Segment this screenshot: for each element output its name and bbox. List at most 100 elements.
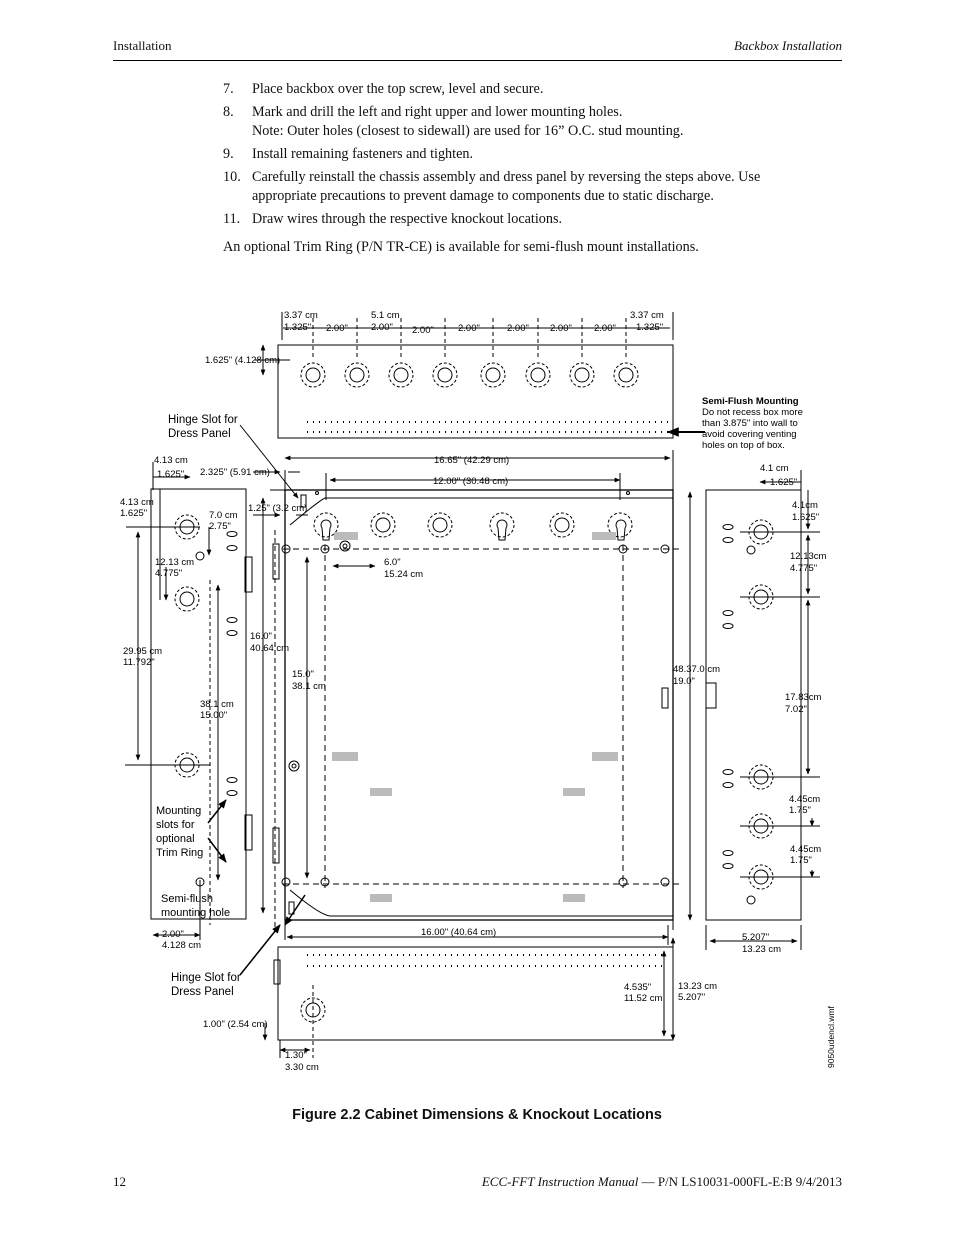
dim-right-r1-cm: 4.1 cm bbox=[760, 463, 789, 474]
step-8: 8.Mark and drill the left and right uppe… bbox=[223, 104, 684, 139]
step-8-note: Note: Outer holes (closest to sidewall) … bbox=[252, 123, 684, 139]
figure-caption: Figure 2.2 Cabinet Dimensions & Knockout… bbox=[292, 1107, 662, 1123]
dim-front-offset: 2.325" (5.91 cm) bbox=[200, 467, 270, 478]
dim-front-total-height-in: 19.0" bbox=[673, 676, 695, 687]
dim-right-r6-in: 1.75" bbox=[790, 855, 812, 866]
dim-bottom-edge-in: 1.30" bbox=[285, 1050, 307, 1061]
dim-top-spacing-1: 2.00" bbox=[326, 323, 348, 334]
step-9: 9.Install remaining fasteners and tighte… bbox=[223, 146, 474, 162]
dim-front-inner-in: 15.0" bbox=[292, 669, 314, 680]
dim-bottom-edge-cm: 3.30 cm bbox=[285, 1062, 319, 1073]
front-knockouts bbox=[281, 491, 670, 887]
label-semi-flush-hole-1: Semi-flush bbox=[161, 893, 213, 905]
dim-left-bottom-cm: 4.128 cm bbox=[162, 940, 201, 951]
dim-right-r3-in: 4.775" bbox=[790, 563, 817, 574]
dim-right-r1-in: 1.625" bbox=[770, 477, 797, 488]
dim-front-six-in: 6.0" bbox=[384, 557, 401, 568]
dim-right-r5-in: 1.75" bbox=[789, 805, 811, 816]
dim-top-c-in: 1.325" bbox=[636, 322, 663, 333]
label-semi-flush-title: Semi-Flush Mounting bbox=[702, 396, 799, 407]
footer-reference: ECC-FFT Instruction Manual — P/N LS10031… bbox=[482, 1174, 842, 1190]
dim-top-spacing-2: 2.00" bbox=[412, 325, 434, 336]
dim-bottom-in-a: 4.535" bbox=[624, 982, 651, 993]
dim-front-hinge-offset: 1.25" (3.2 cm) bbox=[248, 503, 307, 514]
dim-right-r4-in: 7.02" bbox=[785, 704, 807, 715]
dim-top-spacing-5: 2.00" bbox=[550, 323, 572, 334]
dim-left-d3-in: 2.75" bbox=[209, 521, 231, 532]
label-hinge-top-2: Dress Panel bbox=[168, 428, 231, 440]
bottom-view-panel bbox=[277, 946, 674, 1041]
dim-right-r6-cm: 4.45cm bbox=[790, 844, 821, 855]
dim-front-inner-width: 12.00" (30.48 cm) bbox=[433, 476, 508, 487]
label-semi-flush-3: avoid covering venting bbox=[702, 429, 797, 440]
label-semi-flush-1: Do not recess box more bbox=[702, 407, 803, 418]
dim-left-d2-cm: 4.13 cm bbox=[120, 497, 154, 508]
dim-left-d3-cm: 7.0 cm bbox=[209, 510, 238, 521]
label-semi-flush-hole-2: mounting hole bbox=[161, 907, 230, 919]
label-hinge-top-1: Hinge Slot for bbox=[168, 414, 238, 426]
header-section: Installation bbox=[113, 38, 172, 53]
label-mounting-3: optional bbox=[156, 833, 195, 845]
dim-left-d4-in: 4.775" bbox=[155, 568, 182, 579]
dim-front-inner-cm: 38.1 cm bbox=[292, 681, 326, 692]
label-mounting-2: slots for bbox=[156, 819, 195, 831]
dim-left-bottom-in: 2.00" bbox=[162, 929, 184, 940]
dim-top-spacing-4: 2.00" bbox=[507, 323, 529, 334]
right-side-panel bbox=[705, 489, 802, 921]
dim-front-bottom-width: 16.00" (40.64 cm) bbox=[421, 927, 496, 938]
dim-top-b-in: 2.00" bbox=[371, 322, 393, 333]
page-header: Installation Backbox Installation bbox=[113, 38, 842, 61]
dim-top-a-in: 1.325" bbox=[284, 322, 311, 333]
dim-front-six-cm: 15.24 cm bbox=[384, 569, 423, 580]
dim-left-d6-cm: 38.1 cm bbox=[200, 699, 234, 710]
steps-list: 7.Place backbox over the top screw, leve… bbox=[223, 80, 823, 233]
label-hinge-bottom-2: Dress Panel bbox=[171, 986, 234, 998]
front-brackets bbox=[332, 532, 618, 902]
dim-front-total-height-cm: 48.37.0 cm bbox=[673, 664, 720, 675]
manual-part-number: — P/N LS10031-000FL-E:B 9/4/2013 bbox=[638, 1174, 842, 1189]
dim-right-r2-cm: 4.1cm bbox=[792, 500, 818, 511]
dim-bottom-cm-b: 13.23 cm bbox=[678, 981, 717, 992]
trim-ring-note: An optional Trim Ring (P/N TR-CE) is ava… bbox=[223, 239, 699, 255]
figure-file-id: 9050udencl.wmf bbox=[826, 1005, 836, 1068]
dim-top-a-cm: 3.37 cm bbox=[284, 310, 318, 321]
dim-right-r4-cm: 17.83cm bbox=[785, 692, 822, 703]
dim-top-b-cm: 5.1 cm bbox=[371, 310, 400, 321]
step-7: 7.Place backbox over the top screw, leve… bbox=[223, 81, 544, 97]
dim-left-d2-in: 1.625" bbox=[120, 508, 147, 519]
dim-top-depth: 1.625" (4.128 cm) bbox=[205, 355, 280, 366]
right-side-vents bbox=[722, 524, 734, 869]
left-side-panel bbox=[150, 488, 247, 920]
dim-right-r5-cm: 4.45cm bbox=[789, 794, 820, 805]
header-topic: Backbox Installation bbox=[734, 38, 842, 53]
dim-front-height-in: 16.0" bbox=[250, 631, 272, 642]
label-mounting-4: Trim Ring bbox=[156, 847, 203, 859]
dim-right-r3-cm: 12.13cm bbox=[790, 551, 827, 562]
left-side-vents bbox=[226, 531, 238, 796]
dim-right-depth-cm: 13.23 cm bbox=[742, 944, 781, 955]
dim-left-d4-cm: 12.13 cm bbox=[155, 557, 194, 568]
manual-title: ECC-FFT Instruction Manual bbox=[481, 1174, 639, 1189]
dim-top-c-cm: 3.37 cm bbox=[630, 310, 664, 321]
label-hinge-bottom-1: Hinge Slot for bbox=[171, 972, 241, 984]
dim-bottom-in-b: 5.207" bbox=[678, 992, 705, 1003]
dim-left-d5-cm: 29.95 cm bbox=[123, 646, 162, 657]
label-semi-flush-2: than 3.875" into wall to bbox=[702, 418, 798, 429]
dim-left-d1-cm: 4.13 cm bbox=[154, 455, 188, 466]
top-view-panel bbox=[277, 344, 674, 439]
dim-bottom-depth: 1.00" (2.54 cm) bbox=[203, 1019, 268, 1030]
right-knockouts bbox=[746, 519, 774, 905]
dim-right-depth-in: 5.207" bbox=[742, 932, 769, 943]
dim-front-total-width: 16.65" (42.29 cm) bbox=[434, 455, 509, 466]
dim-bottom-cm-a: 11.52 cm bbox=[624, 993, 662, 1004]
step-11: 11.Draw wires through the respective kno… bbox=[223, 211, 563, 227]
bottom-knockout bbox=[300, 997, 326, 1023]
front-cabinet bbox=[284, 489, 674, 921]
dim-right-r2-in: 1.625" bbox=[792, 512, 819, 523]
dim-front-height-cm: 40.64 cm bbox=[250, 643, 289, 654]
dim-top-spacing-6: 2.00" bbox=[594, 323, 616, 334]
step-10: 10.Carefully reinstall the chassis assem… bbox=[223, 169, 761, 204]
label-mounting-1: Mounting bbox=[156, 805, 201, 817]
label-semi-flush-4: holes on top of box. bbox=[702, 440, 785, 451]
